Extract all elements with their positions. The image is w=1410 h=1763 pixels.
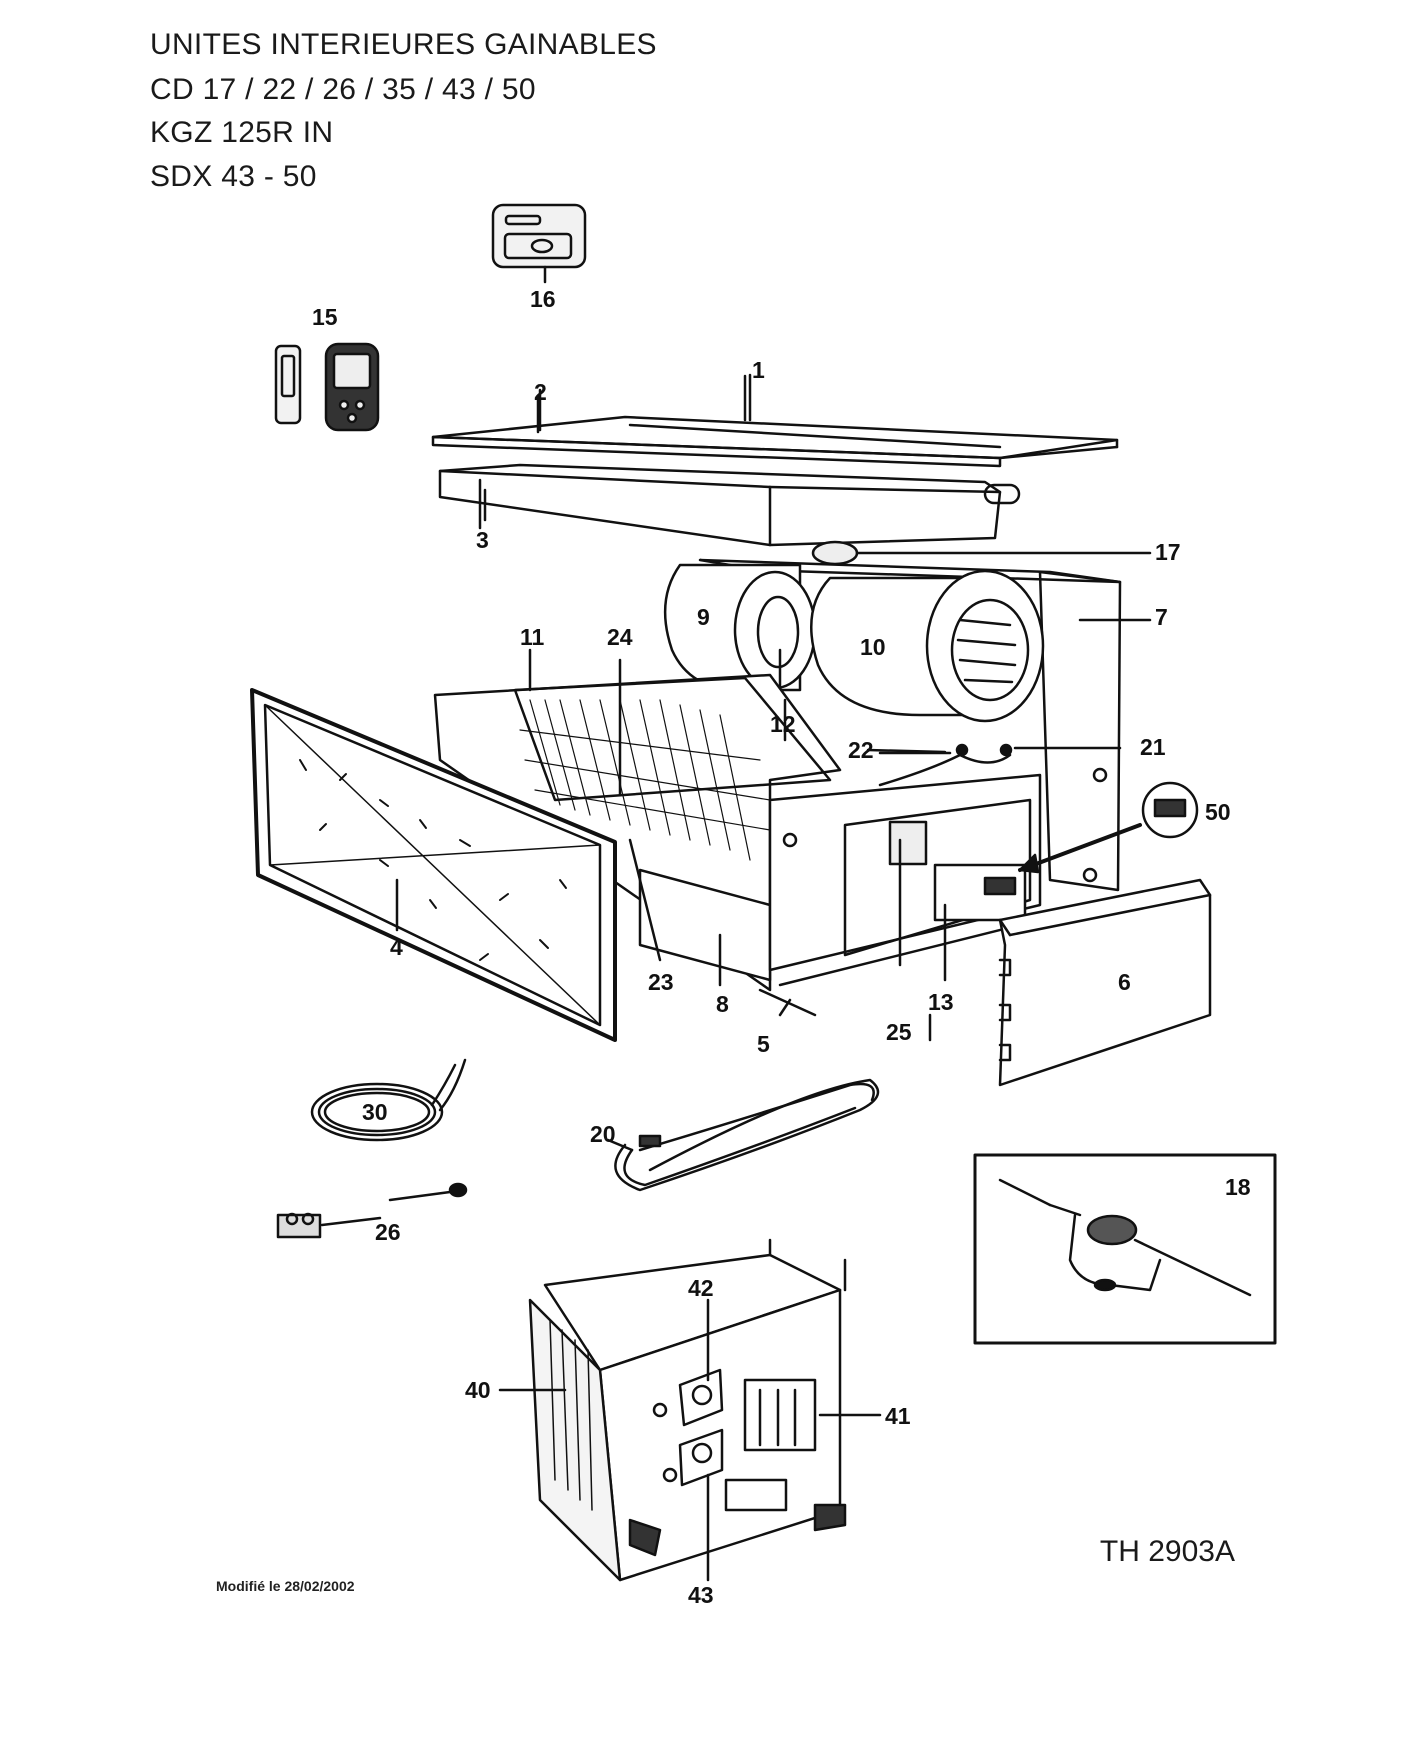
label-7: 7 <box>1155 604 1168 630</box>
cable-coil-part-30 <box>310 1058 467 1142</box>
label-50: 50 <box>1205 799 1231 825</box>
label-6: 6 <box>1118 969 1131 995</box>
label-15: 15 <box>312 304 338 330</box>
label-13: 13 <box>928 989 954 1015</box>
drawing-reference: TH 2903A <box>1099 1535 1235 1568</box>
top-cover-part-1-2 <box>431 374 1119 468</box>
label-17: 17 <box>1155 539 1181 565</box>
title-line-2: CD 17 / 22 / 26 / 35 / 43 / 50 <box>150 73 536 106</box>
title-line-3: KGZ 125R IN <box>150 116 334 149</box>
remote-control-part-15 <box>274 342 380 432</box>
relay-part-50 <box>1018 781 1199 874</box>
label-40: 40 <box>465 1377 491 1403</box>
control-box-part-25-13 <box>758 767 1122 1042</box>
power-cable-part-20 <box>606 1078 880 1192</box>
label-30: 30 <box>362 1099 388 1125</box>
label-12: 12 <box>770 711 796 737</box>
label-16: 16 <box>530 286 556 312</box>
label-26: 26 <box>375 1219 401 1245</box>
blower-housing-part-9-10 <box>663 563 1045 723</box>
label-21: 21 <box>1140 734 1166 760</box>
label-10: 10 <box>860 634 886 660</box>
label-25: 25 <box>886 1019 912 1045</box>
label-4: 4 <box>390 934 403 960</box>
drain-pan-part-3 <box>438 463 1021 547</box>
label-22: 22 <box>848 737 874 763</box>
label-11: 11 <box>520 624 545 650</box>
inset-box-part-18 <box>973 1153 1277 1345</box>
label-23: 23 <box>648 969 674 995</box>
modified-date: Modifié le 28/02/2002 <box>216 1578 355 1594</box>
label-2: 2 <box>534 379 547 405</box>
label-41: 41 <box>885 1403 911 1429</box>
outdoor-electrical-box-part-40-43 <box>498 1238 882 1582</box>
sensor-part-17 <box>811 540 1152 566</box>
label-42: 42 <box>688 1275 714 1301</box>
wall-controller-part-16 <box>491 203 587 284</box>
label-18: 18 <box>1225 1174 1251 1200</box>
front-plate-part-8-23 <box>628 838 772 987</box>
title-line-4: SDX 43 - 50 <box>150 160 317 193</box>
label-20: 20 <box>590 1121 616 1147</box>
part-number-labels: 1 2 3 4 5 6 7 8 9 10 11 12 13 15 16 17 1… <box>312 286 1251 1608</box>
filter-frame-part-4 <box>250 688 617 1042</box>
title-line-1: UNITES INTERIEURES GAINABLES <box>150 28 657 61</box>
leader-lines <box>483 373 947 754</box>
label-8: 8 <box>716 991 729 1017</box>
label-1: 1 <box>752 357 765 383</box>
label-5: 5 <box>757 1031 770 1057</box>
side-panel-part-6 <box>998 878 1212 1087</box>
label-24: 24 <box>607 624 633 650</box>
label-3: 3 <box>476 527 489 553</box>
sensor-kit-part-26 <box>276 1182 468 1239</box>
label-43: 43 <box>688 1582 714 1608</box>
label-9: 9 <box>697 604 710 630</box>
